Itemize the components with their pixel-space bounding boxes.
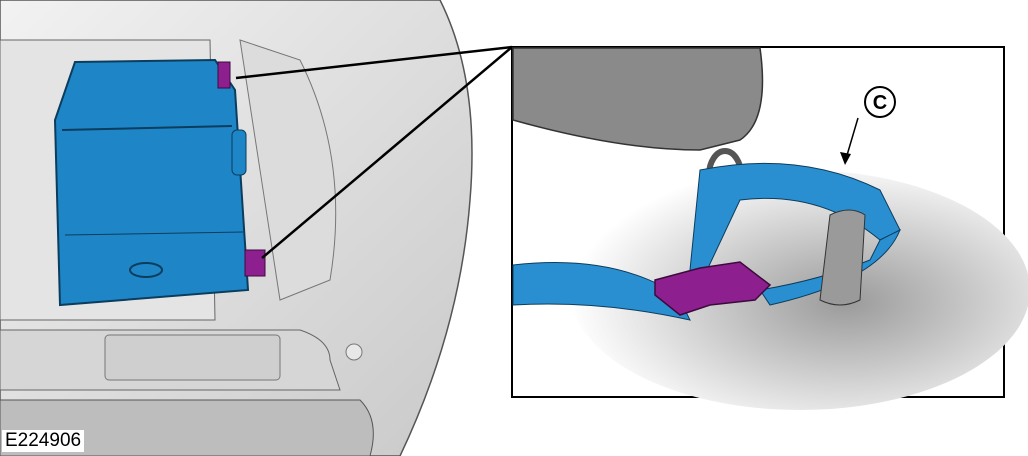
figure-code: E224906 <box>2 430 85 452</box>
callout-label: C <box>873 92 887 114</box>
strap-left <box>512 262 691 321</box>
leader-lines <box>235 45 513 259</box>
detail-inset: C <box>511 46 1028 410</box>
callout-c <box>864 86 896 118</box>
storage-bag <box>53 58 266 307</box>
hook <box>819 209 866 306</box>
seat-back <box>512 47 764 151</box>
buckle <box>654 261 772 316</box>
